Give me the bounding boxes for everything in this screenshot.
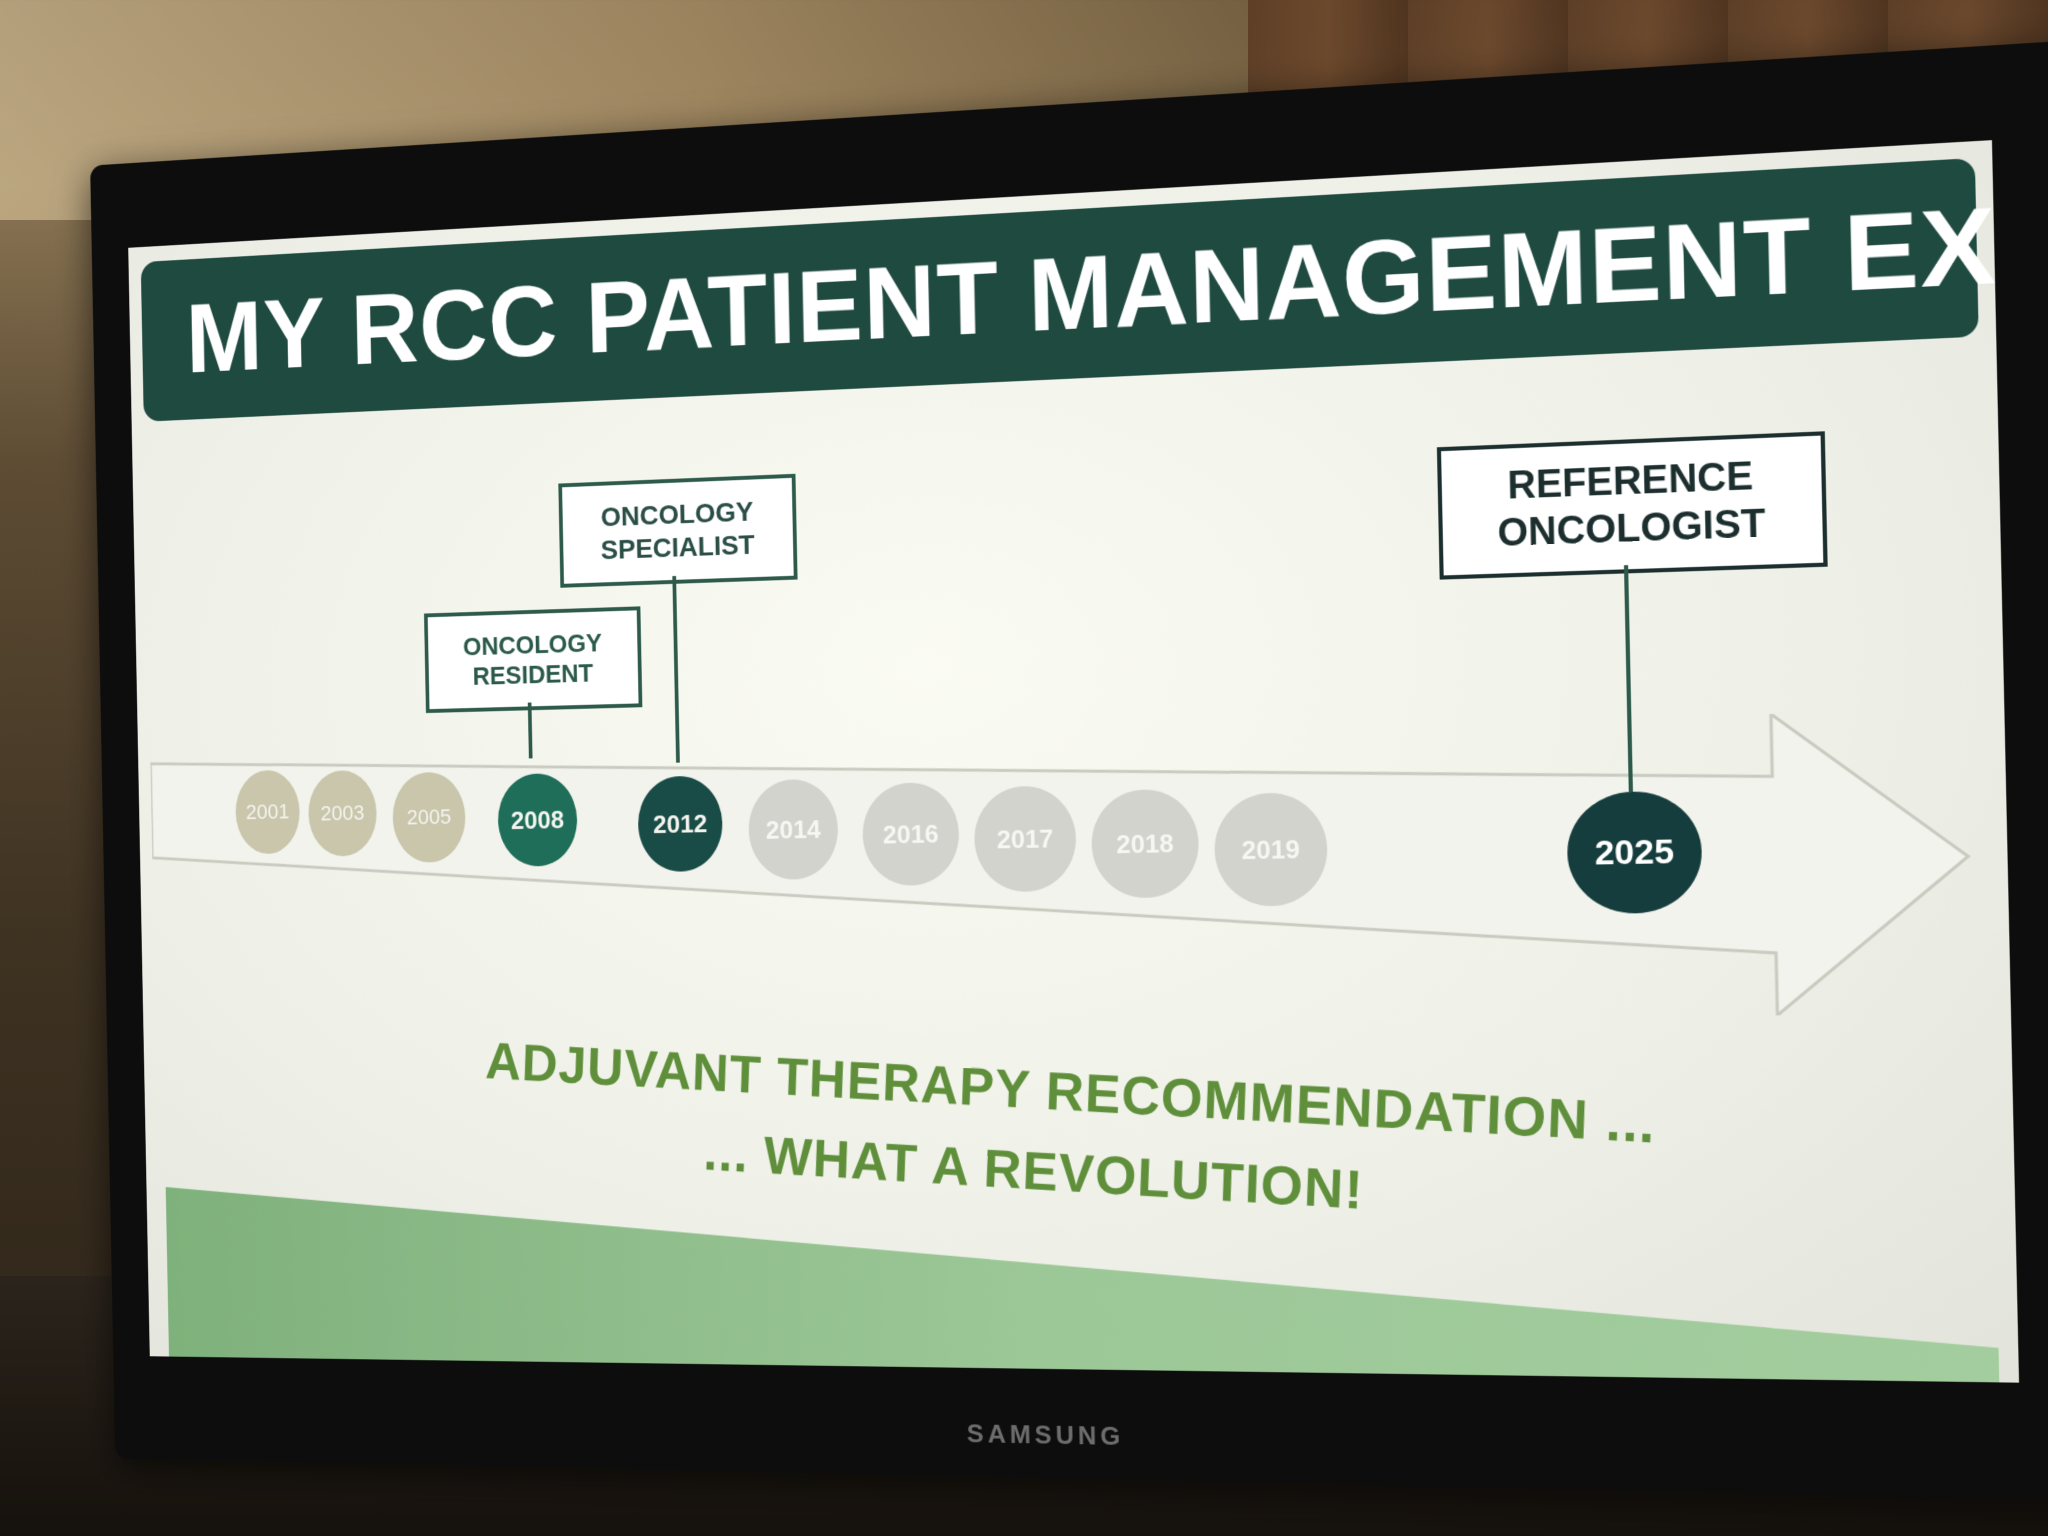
- milestone-resident-line1: ONCOLOGY: [463, 628, 603, 662]
- milestone-resident-line2: RESIDENT: [463, 658, 603, 692]
- title-bar: MY RCC PATIENT MANAGEMENT EXPERTISE: [141, 158, 1979, 422]
- milestone-oncology-resident: ONCOLOGY RESIDENT: [424, 606, 642, 713]
- timeline-arrow: [150, 708, 2004, 1027]
- connector-specialist: [672, 576, 679, 763]
- milestone-oncology-specialist: ONCOLOGY SPECIALIST: [558, 474, 797, 588]
- connector-resident: [528, 702, 533, 758]
- milestone-reference-line2: ONCOLOGIST: [1497, 501, 1766, 558]
- bottom-accent-bar: [166, 1187, 2003, 1383]
- milestone-reference-oncologist: REFERENCE ONCOLOGIST: [1437, 431, 1828, 579]
- slide-title: MY RCC PATIENT MANAGEMENT EXPERTISE: [185, 171, 1935, 410]
- milestone-specialist-line2: SPECIALIST: [600, 528, 755, 566]
- slide-screen: MY RCC PATIENT MANAGEMENT EXPERTISE ONCO…: [128, 140, 2019, 1383]
- monitor-brand-logo: SAMSUNG: [114, 1404, 2048, 1471]
- monitor: MY RCC PATIENT MANAGEMENT EXPERTISE ONCO…: [90, 41, 2048, 1500]
